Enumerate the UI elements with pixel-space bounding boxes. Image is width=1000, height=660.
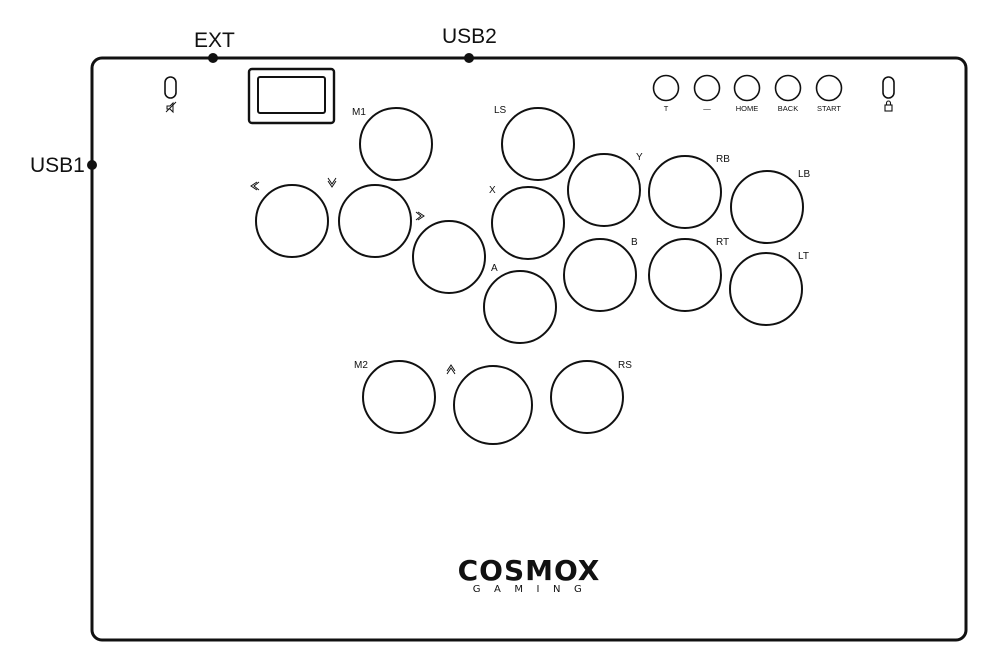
- switch-left[interactable]: [164, 76, 177, 99]
- top-button-minus-label: —: [703, 104, 711, 113]
- button-lt-label: LT: [798, 251, 809, 262]
- port-usb1-label: USB1: [30, 154, 85, 177]
- port-usb1: USB1: [30, 154, 97, 177]
- button-a-ring[interactable]: [483, 270, 557, 344]
- top-button-start-ring[interactable]: [815, 74, 843, 102]
- button-a[interactable]: A: [483, 263, 557, 344]
- button-lt-ring[interactable]: [729, 252, 803, 326]
- top-button-back-label: BACK: [778, 104, 798, 113]
- button-left[interactable]: [250, 181, 329, 258]
- button-right-ring[interactable]: [412, 220, 486, 294]
- button-rt[interactable]: RT: [648, 237, 729, 312]
- port-ext: EXT: [194, 29, 235, 63]
- button-b-label: B: [631, 237, 638, 248]
- port-usb2-label: USB2: [442, 25, 497, 48]
- top-button-start[interactable]: START: [815, 74, 843, 114]
- top-button-row: T — HOME BACK START: [652, 74, 843, 114]
- button-m2-ring[interactable]: [362, 360, 436, 434]
- top-button-home[interactable]: HOME: [733, 74, 761, 114]
- arrow-down-icon: [327, 177, 337, 188]
- button-down-ring[interactable]: [338, 184, 412, 258]
- lock-icon: [884, 100, 893, 112]
- top-button-back[interactable]: BACK: [774, 74, 802, 114]
- button-m1-label: M1: [352, 107, 366, 118]
- button-y-label: Y: [636, 152, 643, 163]
- top-button-home-ring[interactable]: [733, 74, 761, 102]
- button-up-ring[interactable]: [453, 365, 533, 445]
- top-button-minus-ring[interactable]: [693, 74, 721, 102]
- button-m2[interactable]: M2: [354, 360, 436, 434]
- brand-logo: COSMOX GAMING: [458, 554, 601, 595]
- top-button-back-ring[interactable]: [774, 74, 802, 102]
- button-a-label: A: [491, 263, 498, 274]
- button-rs[interactable]: RS: [550, 360, 632, 434]
- button-lb[interactable]: LB: [730, 169, 811, 244]
- mute-icon: [165, 101, 177, 114]
- button-m1[interactable]: M1: [352, 107, 433, 181]
- arrow-left-icon: [250, 181, 260, 191]
- brand-name: COSMOX: [458, 554, 601, 587]
- button-b[interactable]: B: [563, 237, 638, 312]
- top-button-turbo[interactable]: T: [652, 74, 680, 114]
- brand-sub: GAMING: [473, 584, 595, 595]
- button-down[interactable]: [327, 177, 412, 258]
- display-window: [247, 67, 336, 125]
- button-m1-ring[interactable]: [359, 107, 433, 181]
- main-button-cluster: M1 LS X Y RB LB A B RT LT M2 RS: [250, 105, 811, 445]
- top-button-start-label: START: [817, 104, 841, 113]
- button-rb-label: RB: [716, 154, 730, 165]
- button-ls-ring[interactable]: [501, 107, 575, 181]
- arrow-up-icon: [446, 364, 456, 375]
- button-x-ring[interactable]: [491, 186, 565, 260]
- button-up[interactable]: [446, 364, 533, 445]
- button-rs-label: RS: [618, 360, 632, 371]
- port-ext-label: EXT: [194, 29, 235, 52]
- button-lb-ring[interactable]: [730, 170, 804, 244]
- top-button-turbo-ring[interactable]: [652, 74, 680, 102]
- top-button-home-label: HOME: [736, 104, 759, 113]
- switch-right[interactable]: [882, 76, 895, 99]
- button-x[interactable]: X: [489, 185, 565, 260]
- button-x-label: X: [489, 185, 496, 196]
- button-ls[interactable]: LS: [494, 105, 575, 181]
- button-y-ring[interactable]: [567, 153, 641, 227]
- button-ls-label: LS: [494, 105, 507, 116]
- button-rb-ring[interactable]: [648, 155, 722, 229]
- button-lt[interactable]: LT: [729, 251, 809, 326]
- button-rt-ring[interactable]: [648, 238, 722, 312]
- button-b-ring[interactable]: [563, 238, 637, 312]
- arrow-right-icon: [415, 211, 425, 221]
- button-m2-label: M2: [354, 360, 368, 371]
- controller-body: [90, 56, 968, 642]
- button-rs-ring[interactable]: [550, 360, 624, 434]
- button-left-ring[interactable]: [255, 184, 329, 258]
- button-rt-label: RT: [716, 237, 729, 248]
- top-button-minus[interactable]: —: [693, 74, 721, 114]
- button-y[interactable]: Y: [567, 152, 643, 227]
- button-right[interactable]: [412, 211, 486, 294]
- button-rb[interactable]: RB: [648, 154, 730, 229]
- button-lb-label: LB: [798, 169, 811, 180]
- port-usb2: USB2: [442, 25, 497, 63]
- top-button-turbo-label: T: [664, 104, 669, 113]
